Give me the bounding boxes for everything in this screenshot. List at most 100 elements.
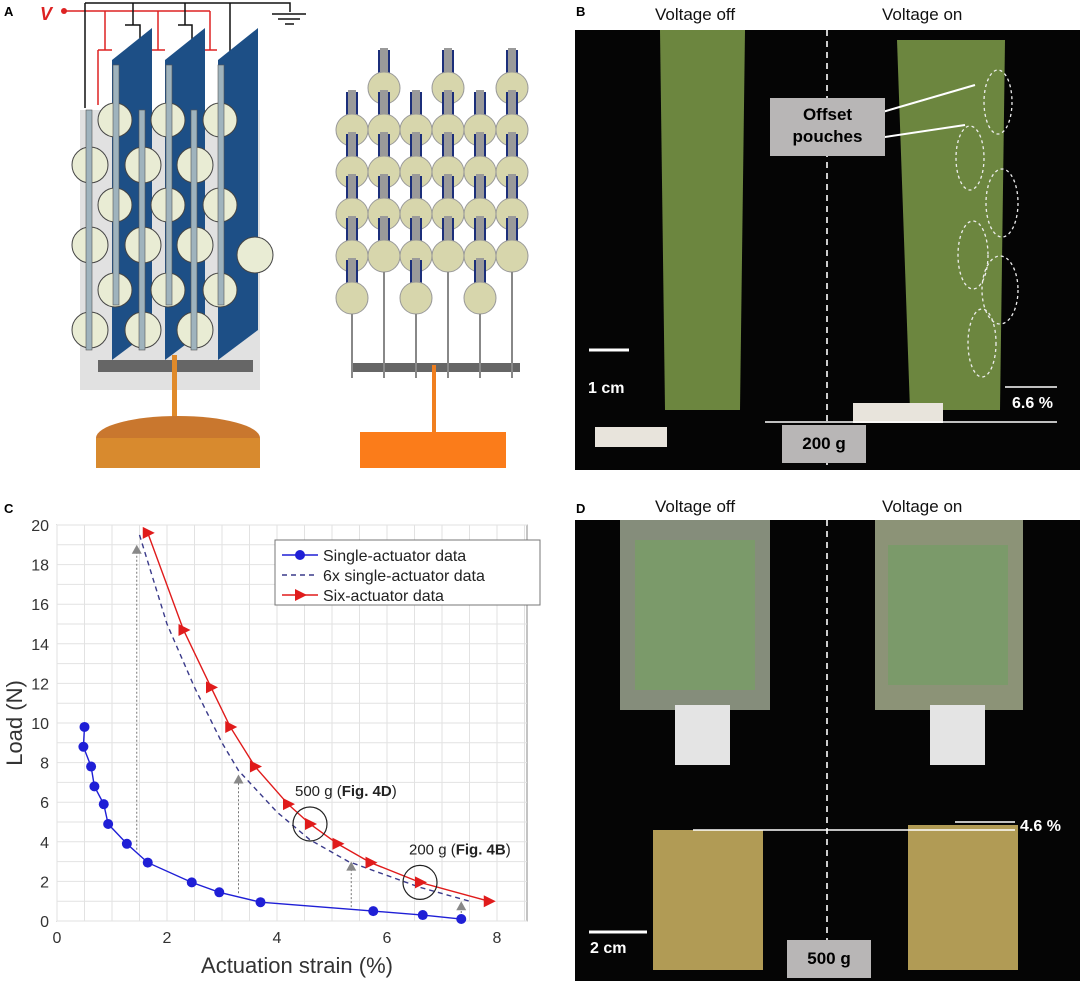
y-tick-label: 20	[31, 518, 49, 535]
panel-a-schematic: V	[40, 2, 529, 468]
annotation-label: 500 g (Fig. 4D)	[295, 783, 397, 800]
electrode	[476, 174, 484, 212]
pouch	[463, 281, 497, 315]
data-point	[415, 876, 427, 889]
x-tick-label: 4	[273, 930, 282, 947]
data-point	[121, 838, 132, 849]
d-scale-bar-label: 2 cm	[590, 940, 627, 957]
actuator-3d-stack	[71, 28, 274, 390]
electrode	[348, 174, 356, 212]
b-voltage-on-title: Voltage on	[882, 5, 963, 24]
panel-b-label: B	[576, 4, 586, 19]
electrode	[348, 258, 356, 296]
electrode	[508, 132, 516, 170]
arrow-head	[131, 544, 142, 554]
data-point	[178, 623, 191, 636]
electrode	[412, 216, 420, 254]
data-point	[365, 856, 378, 869]
data-point	[206, 681, 218, 694]
b-scale-bar-label: 1 cm	[588, 380, 625, 397]
legend-label: Single-actuator data	[323, 548, 466, 565]
data-point	[214, 887, 225, 898]
actuator-2d-stack	[335, 48, 529, 468]
electrode	[508, 48, 516, 86]
d-voltage-on-title: Voltage on	[882, 497, 963, 516]
x-tick-label: 8	[493, 930, 502, 947]
data-point	[483, 895, 496, 908]
legend-marker	[295, 589, 307, 601]
legend-label: Six-actuator data	[323, 588, 444, 605]
legend-label: 6x single-actuator data	[323, 568, 485, 585]
series-line	[138, 534, 470, 902]
electrode	[348, 90, 356, 128]
electrode	[444, 132, 452, 170]
d-strain-label: 4.6 %	[1020, 818, 1061, 835]
electrode	[412, 258, 420, 296]
y-tick-label: 2	[40, 874, 49, 891]
highlight-circle	[402, 864, 438, 900]
annotation-label: 200 g (Fig. 4B)	[409, 841, 511, 858]
highlight-circle	[292, 806, 328, 842]
y-tick-label: 0	[40, 914, 49, 931]
electrode	[412, 174, 420, 212]
y-tick-label: 8	[40, 756, 49, 773]
electrode	[412, 90, 420, 128]
data-point	[89, 781, 100, 792]
arrow-head	[456, 901, 467, 911]
arrow-head	[233, 774, 244, 784]
y-axis-label: Load (N)	[2, 680, 27, 766]
data-point	[186, 877, 197, 888]
d-mass-label: 500 g	[787, 940, 871, 978]
electrode	[476, 132, 484, 170]
data-point	[417, 910, 428, 921]
electrode	[476, 90, 484, 128]
electrode	[444, 174, 452, 212]
data-point	[305, 817, 317, 830]
electrode	[508, 216, 516, 254]
pouch	[399, 281, 433, 315]
b-voltage-off-title: Voltage off	[655, 5, 736, 24]
electrode	[380, 216, 388, 254]
data-point	[250, 760, 262, 773]
electrode	[444, 90, 452, 128]
electrode	[444, 48, 452, 86]
pouch	[367, 239, 401, 273]
pouch	[431, 239, 465, 273]
y-tick-label: 4	[40, 835, 49, 852]
y-tick-label: 18	[31, 558, 49, 575]
data-point	[283, 798, 295, 811]
pouch	[335, 281, 369, 315]
x-axis-label: Actuation strain (%)	[201, 953, 393, 978]
voltage-label: V	[40, 4, 54, 24]
panel-a-label: A	[4, 4, 14, 19]
electrode	[380, 48, 388, 86]
data-point	[86, 761, 97, 772]
offset-pouches-callout: Offset pouches	[770, 98, 885, 156]
panel-d-photo	[575, 520, 1080, 981]
electrode	[380, 90, 388, 128]
ground-wires	[84, 2, 306, 108]
electrode	[508, 174, 516, 212]
y-tick-label: 12	[31, 676, 49, 693]
data-point	[98, 799, 109, 810]
x-tick-label: 6	[383, 930, 392, 947]
x-tick-label: 2	[163, 930, 172, 947]
x-tick-label: 0	[53, 930, 62, 947]
b-strain-label: 6.6 %	[1012, 395, 1053, 412]
b-mass-label: 200 g	[782, 425, 866, 463]
electrode	[412, 132, 420, 170]
y-tick-label: 10	[31, 716, 49, 733]
y-tick-label: 16	[31, 597, 49, 614]
y-tick-label: 6	[40, 795, 49, 812]
legend: Single-actuator data 6x single-actuator d…	[274, 539, 541, 606]
data-point	[456, 914, 467, 925]
legend-box	[274, 539, 541, 606]
pouch	[495, 239, 529, 273]
y-tick-label: 14	[31, 637, 49, 654]
data-point	[79, 721, 90, 732]
electrode	[348, 216, 356, 254]
arrow-head	[346, 861, 357, 871]
data-point	[142, 857, 153, 868]
